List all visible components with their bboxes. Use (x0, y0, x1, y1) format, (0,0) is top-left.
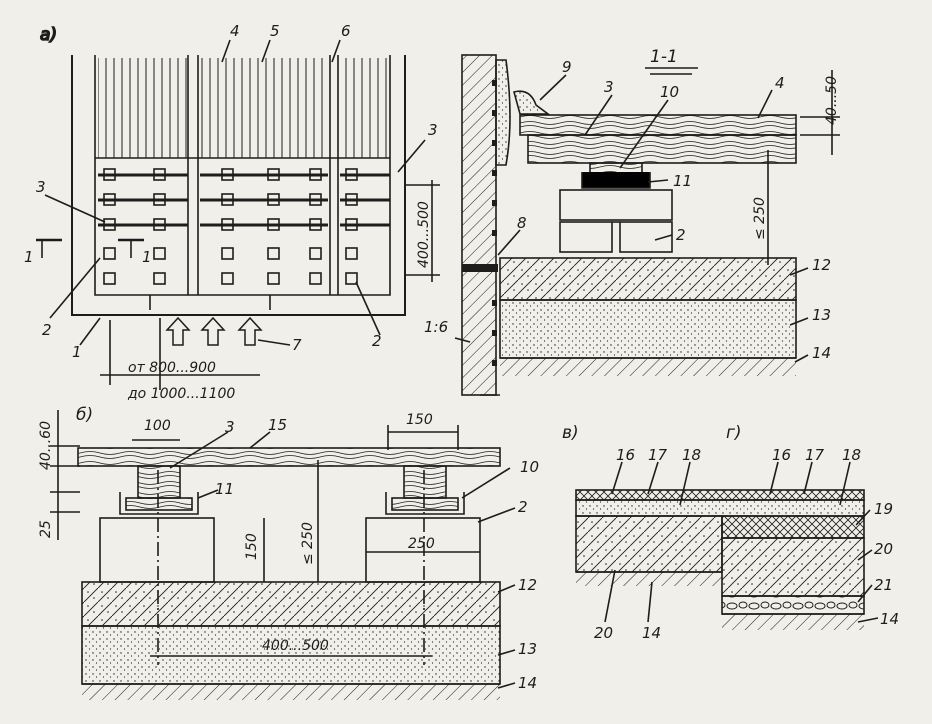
dim-width-100: 100 (144, 418, 171, 434)
panel-v-g-section (575, 461, 879, 630)
panel-a-text: 4 5 6 3 3 1 1 2 1 2 7 от 800...900 до 10… (24, 22, 438, 402)
section-label-v: в) (562, 423, 579, 443)
dim-width-250: 250 (408, 536, 435, 552)
cut-label-1b: 1 (142, 248, 152, 266)
panel-section-1-1 (454, 54, 840, 396)
section-label-b: б) (76, 405, 93, 425)
label-17: 17 (648, 446, 668, 464)
label-14c: 14 (880, 610, 899, 628)
label-7: 7 (292, 336, 302, 354)
label-10b: 10 (520, 458, 539, 476)
dim-span-to: до 1000...1100 (127, 386, 235, 402)
label-2d: 2 (518, 498, 528, 516)
section-label-a: а) (40, 25, 57, 45)
label-17b: 17 (805, 446, 825, 464)
label-19: 19 (874, 500, 893, 518)
label-slope: 1:6 (424, 318, 448, 336)
dim-thickness-40-60: 40...60 (38, 421, 54, 470)
label-12b: 12 (518, 576, 537, 594)
section-label-g: г) (726, 423, 742, 443)
label-11: 11 (673, 172, 692, 190)
panel-section-text: 1-1 9 3 10 4 11 2 8 12 13 14 1:6 40...50… (424, 47, 840, 362)
label-2c: 2 (676, 226, 686, 244)
dim-25: 25 (38, 520, 54, 538)
label-20b: 20 (594, 624, 613, 642)
label-10: 10 (660, 83, 679, 101)
dim-thickness-40-50: 40...50 (824, 76, 840, 125)
label-4b: 4 (775, 74, 785, 92)
panel-a-plan: а) (36, 24, 440, 390)
label-2b: 2 (372, 332, 382, 350)
label-21: 21 (874, 576, 893, 594)
dim-height-250b: ≤ 250 (300, 522, 316, 565)
label-3c: 3 (604, 78, 614, 96)
panel-b-text: б) 100 150 3 15 10 11 2 12 13 14 40...60… (38, 405, 539, 692)
dim-height-250: ≤ 250 (752, 197, 768, 240)
label-2: 2 (42, 321, 52, 339)
label-3b: 3 (36, 178, 46, 196)
label-14: 14 (812, 344, 831, 362)
label-3: 3 (428, 121, 438, 139)
section-title: 1-1 (650, 47, 678, 67)
dim-height-150: 150 (244, 533, 260, 560)
label-18: 18 (682, 446, 701, 464)
label-16b: 16 (772, 446, 791, 464)
label-13: 13 (812, 306, 831, 324)
label-8: 8 (517, 214, 527, 232)
label-4: 4 (230, 22, 240, 40)
label-1: 1 (72, 343, 82, 361)
label-5: 5 (270, 22, 280, 40)
panel-v-g-text: в) г) 16 17 18 16 17 18 19 20 21 14 20 1… (562, 423, 899, 642)
label-18b: 18 (842, 446, 861, 464)
label-12: 12 (812, 256, 831, 274)
dim-spacing-b: 400...500 (262, 638, 329, 654)
label-20: 20 (874, 540, 893, 558)
label-9: 9 (562, 58, 572, 76)
label-11b: 11 (215, 480, 234, 498)
label-14b: 14 (518, 674, 537, 692)
panel-b-section (50, 410, 516, 700)
label-3d: 3 (225, 418, 235, 436)
label-16: 16 (616, 446, 635, 464)
label-6: 6 (341, 22, 351, 40)
dim-spacing: 400...500 (416, 201, 432, 268)
label-13b: 13 (518, 640, 537, 658)
cut-label-1: 1 (24, 248, 34, 266)
dim-span-from: от 800...900 (128, 360, 216, 376)
label-14d: 14 (642, 624, 661, 642)
dim-width-150: 150 (406, 412, 433, 428)
label-15: 15 (268, 416, 287, 434)
